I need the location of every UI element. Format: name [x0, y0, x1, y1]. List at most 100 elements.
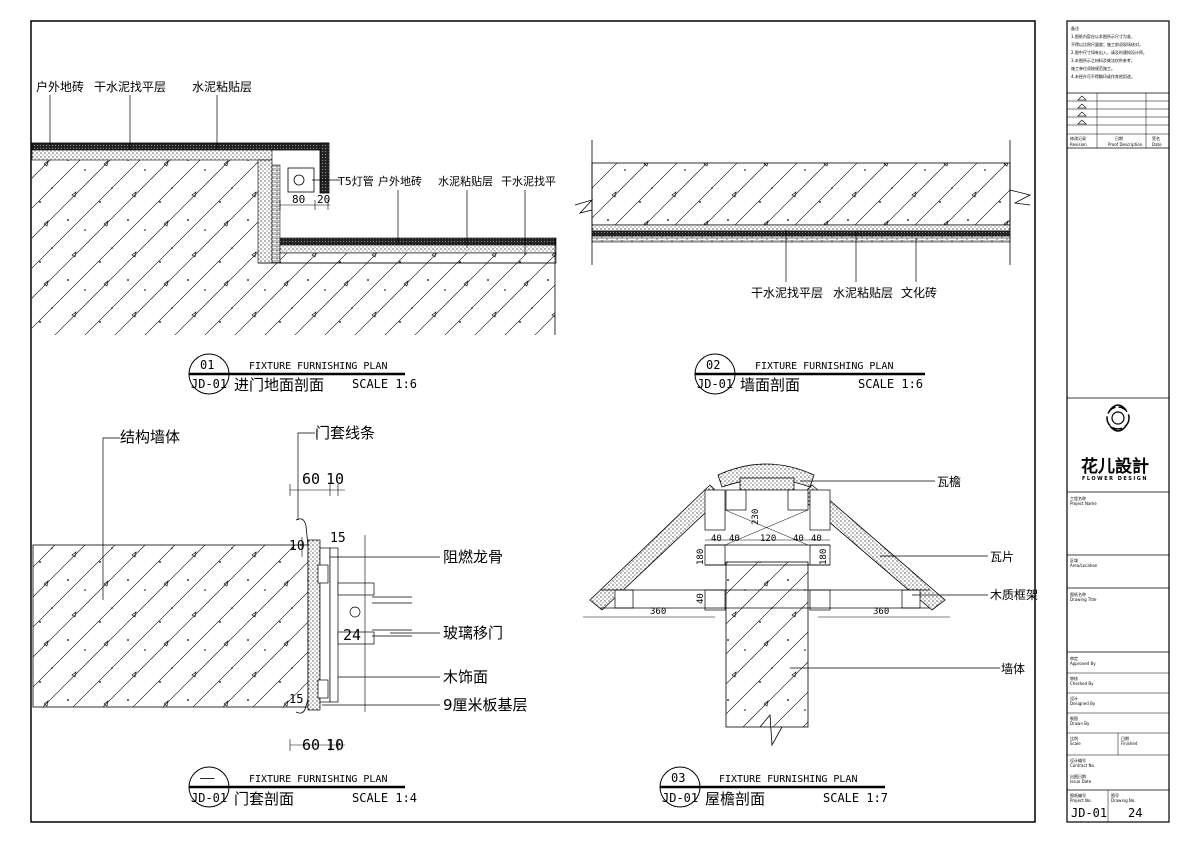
logo-cn: 花儿設計: [1081, 456, 1149, 477]
logo-en: FLOWER DESIGN: [1082, 476, 1148, 482]
d3-dim-24: 24: [343, 626, 361, 644]
d3-label-fireproof-keel: 阻燃龙骨: [443, 548, 503, 566]
drawing-02-wall-section: 干水泥找平层 水泥粘贴层 文化砖: [574, 140, 1032, 300]
d4-label-ridge-tile: 瓦檐: [937, 475, 961, 489]
d4-dim-120: 120: [760, 534, 776, 544]
drawing-04-number: 03: [671, 771, 685, 785]
d3-dim-10-top: 10: [326, 470, 344, 488]
d1-dim-20: 20: [317, 193, 330, 206]
d2-label-dry-cement: 干水泥找平层: [751, 286, 823, 300]
drawing-03-en-title: FIXTURE FURNISHING PLAN: [249, 774, 387, 785]
tb-note-3: 2.图中尺寸如有出入，请及时通知设计师。: [1071, 49, 1147, 55]
tb-note-6: 4.未经许可不得翻印或作其他用途。: [1071, 73, 1135, 79]
drawing-01-scale: SCALE 1:6: [352, 377, 417, 391]
drawing-03-title: —— JD-01 FIXTURE FURNISHING PLAN 门套剖面 SC…: [188, 766, 417, 808]
d4-dim-360-right: 360: [873, 607, 889, 617]
drawing-01-number: 01: [200, 358, 214, 372]
d1-label-dry-cement-2: 干水泥找平: [501, 174, 556, 188]
d3-label-structural-wall: 结构墙体: [120, 428, 180, 446]
d2-label-cement-adhesive: 水泥粘贴层: [833, 285, 893, 300]
tb-checked: 审核: [1070, 675, 1078, 681]
tb-drawn: 制图: [1070, 715, 1078, 721]
d4-label-wall: 墙体: [1001, 662, 1025, 676]
d3-dim-10-side: 10: [289, 539, 305, 554]
drawing-04-title: 03 JD-01 FIXTURE FURNISHING PLAN 屋檐剖面 SC…: [659, 766, 888, 808]
main-frame: [30, 20, 1036, 823]
drawing-04-eave-section: 瓦檐 瓦片 木质框架 墙体 230 40 40 120 40 40 180 18…: [583, 463, 1038, 747]
drawing-03-number: ——: [200, 771, 215, 785]
drawing-03-sheet: JD-01: [191, 791, 227, 805]
drawing-02-title-text: 墙面剖面: [740, 376, 800, 394]
drawing-02-scale: SCALE 1:6: [858, 377, 923, 391]
drawing-01-en-title: FIXTURE FURNISHING PLAN: [249, 361, 387, 372]
tb-notes-title: 备注: [1071, 25, 1079, 31]
tb-date: 日期: [1121, 735, 1129, 741]
tb-rev-sign-en: Date: [1152, 142, 1162, 147]
tb-designed: 设计: [1070, 695, 1078, 701]
d4-dim-180-left: 180: [696, 549, 706, 565]
title-block: 备注 1.图纸内容应以本图所示尺寸为准， 不得以比例尺量度；施工前须现场核对。 …: [1067, 25, 1169, 822]
tb-page-label: 图号: [1111, 792, 1119, 798]
tb-drawing-title: 图纸名称: [1070, 591, 1086, 597]
d4-dim-180-right: 180: [819, 549, 829, 565]
tb-note-5: 施工单位须按规范施工。: [1071, 65, 1115, 71]
tb-area: 区域: [1070, 557, 1078, 563]
tb-sheet-label: 图纸编号: [1070, 792, 1086, 798]
tb-date-en: Finished: [1121, 741, 1138, 746]
tb-note-1: 1.图纸内容应以本图所示尺寸为准，: [1071, 33, 1135, 39]
tb-drawing-title-en: Drawing Title: [1070, 597, 1097, 602]
d1-label-outdoor-tile: 户外地砖: [36, 79, 84, 94]
drawing-04-sheet: JD-01: [662, 791, 698, 805]
tb-rev-sign: 签名: [1152, 135, 1160, 141]
d4-dim-40-d: 40: [811, 534, 822, 544]
tb-rev-date-en: Proof Description: [1108, 142, 1143, 147]
drawing-01-floor-section: 户外地砖 干水泥找平层 水泥粘贴层 T5灯管 户外地砖 水泥粘贴层 干水泥找平 …: [31, 79, 557, 335]
d4-dim-40-e: 40: [696, 593, 706, 604]
tb-approved-en: Approved By: [1070, 661, 1096, 666]
d4-dim-40-a: 40: [711, 534, 722, 544]
tb-rev-date: 日期: [1115, 135, 1123, 141]
d1-label-t5-lamp: T5灯管: [337, 174, 374, 188]
drawing-03-title-text: 门套剖面: [234, 790, 294, 808]
tb-project-name-en: Project Name: [1070, 501, 1097, 506]
drawing-03-door-frame-section: 结构墙体 门套线条 阻燃龙骨 玻璃移门 木饰面 9厘米板基层 60 10 15 …: [32, 424, 528, 754]
tb-rev-label-en: Revision: [1070, 142, 1087, 147]
drawing-01-sheet: JD-01: [191, 377, 227, 391]
drawing-03-scale: SCALE 1:4: [352, 791, 417, 805]
tb-sheet-number: JD-01: [1071, 806, 1107, 820]
tb-job2: 出图日期: [1070, 773, 1086, 779]
d3-label-glass-sliding-door: 玻璃移门: [443, 624, 503, 642]
tb-drawn-en: Drawn By: [1070, 721, 1090, 726]
d2-label-culture-brick: 文化砖: [901, 285, 937, 300]
d4-dim-40-c: 40: [793, 534, 804, 544]
d4-label-roof-tile: 瓦片: [990, 550, 1014, 564]
drawing-01-title: 01 JD-01 FIXTURE FURNISHING PLAN 进门地面剖面 …: [188, 353, 417, 395]
drawing-02-en-title: FIXTURE FURNISHING PLAN: [755, 361, 893, 372]
tb-job: 设计编号: [1070, 757, 1086, 763]
drawing-04-en-title: FIXTURE FURNISHING PLAN: [719, 774, 857, 785]
tb-approved: 审定: [1070, 655, 1078, 661]
drawing-02-title: 02 JD-01 FIXTURE FURNISHING PLAN 墙面剖面 SC…: [694, 353, 925, 395]
flower-logo-icon: [1106, 404, 1130, 432]
d1-label-outdoor-tile-2: 户外地砖: [378, 174, 422, 188]
d3-dim-60-bottom: 60: [302, 736, 320, 754]
tb-page-number: 24: [1128, 806, 1142, 820]
d3-dim-15-bottom: 15: [289, 692, 303, 706]
d1-dim-80: 80: [292, 193, 305, 206]
d1-label-cement-adhesive: 水泥粘贴层: [192, 79, 252, 94]
tb-scale-en: Scale: [1070, 741, 1081, 746]
tb-area-en: Area/Location: [1070, 563, 1098, 568]
tb-note-4: 3.本图所示之材料及做法仅供参考，: [1071, 57, 1135, 63]
d3-label-door-trim: 门套线条: [315, 424, 375, 442]
d1-label-dry-cement: 干水泥找平层: [94, 80, 166, 94]
tb-sheet-label-en: Project No.: [1070, 798, 1092, 803]
drawing-04-scale: SCALE 1:7: [823, 791, 888, 805]
d3-dim-60-top: 60: [302, 470, 320, 488]
tb-job2-en: Issue Date: [1070, 779, 1092, 784]
tb-project-name: 工程名称: [1070, 495, 1086, 501]
title-block-frame: [1066, 20, 1170, 823]
d3-dim-15-top: 15: [330, 531, 346, 546]
drawing-02-number: 02: [706, 358, 720, 372]
d4-dim-360-left: 360: [650, 607, 666, 617]
tb-page-label-en: Drawing No.: [1111, 798, 1136, 803]
